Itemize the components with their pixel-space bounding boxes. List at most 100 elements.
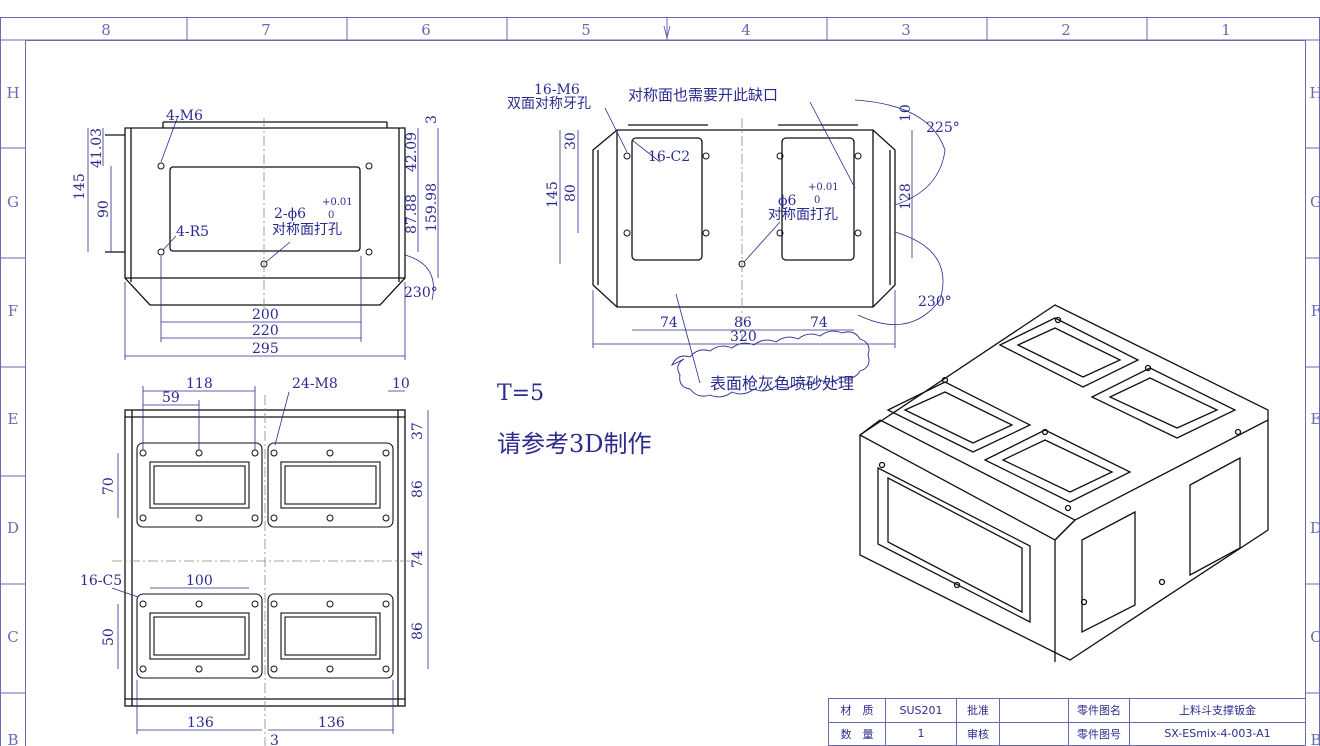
- radius-label: 4-R5: [176, 224, 209, 240]
- dim-70: 70: [101, 477, 117, 495]
- chamfer-label: 16-C2: [648, 149, 690, 165]
- dim-136b: 136: [318, 715, 345, 731]
- dim-74b: 74: [810, 315, 828, 331]
- isometric-view: [858, 304, 1269, 662]
- general-notes: T=5 请参考3D制作: [497, 381, 652, 458]
- dim-10: 10: [392, 376, 410, 392]
- front-view: 4-M6 4-R5 2-ϕ6 +0.01 0 对称面打孔 200 220 295…: [72, 108, 440, 360]
- surface-note-cloud: 表面枪灰色喷砂处理: [670, 293, 870, 398]
- dim-80: 80: [563, 184, 579, 202]
- dim-30: 30: [563, 132, 579, 150]
- side-view: 16-M6 双面对称牙孔 对称面也需要开此缺口 16-C2 ϕ6 +0.01 0…: [507, 82, 960, 398]
- review-label: 审核: [956, 721, 1000, 746]
- chamfer-label: 16-C5: [80, 573, 122, 589]
- col-label: 8: [101, 21, 111, 39]
- top-view: 118 59 24-M8 10 16-C5 100 136 136 3 70 5…: [80, 376, 429, 746]
- frame-column-labels: 8 7 6 5 4 3 2 1: [101, 21, 1231, 39]
- dim-50: 50: [101, 628, 117, 646]
- row-label: D: [1310, 519, 1320, 537]
- dim-41-03: 41.03: [89, 128, 105, 168]
- part-name-value: 上料斗支撑钣金: [1129, 698, 1306, 723]
- row-label: B: [1310, 731, 1320, 746]
- row-label: F: [1311, 302, 1320, 320]
- front-view-outline: [105, 121, 406, 306]
- dim-86b: 86: [410, 622, 426, 640]
- hole-note: 对称面打孔: [272, 221, 342, 238]
- side-view-dim-text: 16-M6 双面对称牙孔 对称面也需要开此缺口 16-C2 ϕ6 +0.01 0…: [507, 82, 960, 345]
- thread-note: 双面对称牙孔: [507, 96, 591, 112]
- approve-label: 批准: [956, 698, 1000, 723]
- front-view-dim-text: 4-M6 4-R5 2-ϕ6 +0.01 0 对称面打孔 200 220 295…: [72, 108, 440, 357]
- tolerance-lower: 0: [814, 195, 820, 206]
- row-label: E: [1311, 410, 1320, 428]
- dim-87-88: 87.88: [404, 194, 420, 234]
- col-label: 3: [901, 21, 911, 39]
- dim-10: 10: [898, 104, 914, 122]
- row-label: D: [7, 519, 19, 537]
- row-label: B: [7, 731, 18, 746]
- dim-86a: 86: [410, 480, 426, 498]
- part-name-label: 零件图名: [1068, 698, 1130, 723]
- thread-label: 16-M6: [534, 82, 580, 98]
- top-view-dims: [111, 386, 429, 734]
- instruction-note: 请参考3D制作: [497, 430, 652, 458]
- dim-145: 145: [545, 181, 561, 208]
- thread-label: 24-M8: [292, 376, 338, 392]
- side-view-outline: [592, 124, 896, 308]
- dim-74: 74: [410, 550, 426, 568]
- dim-3: 3: [270, 733, 279, 746]
- col-label: 7: [261, 21, 271, 39]
- dim-3: 3: [424, 115, 440, 124]
- row-label: F: [8, 302, 18, 320]
- notch-note: 对称面也需要开此缺口: [628, 86, 778, 104]
- dim-118: 118: [186, 376, 213, 392]
- dim-295: 295: [252, 341, 279, 357]
- col-label: 6: [421, 21, 431, 39]
- approve-value: [999, 698, 1069, 723]
- qty-label: 数 量: [828, 721, 886, 746]
- part-no-label: 零件图号: [1068, 721, 1130, 746]
- dim-42-09: 42.09: [404, 132, 420, 172]
- material-label: 材 质: [828, 698, 886, 723]
- row-label: H: [6, 84, 19, 102]
- row-label: E: [8, 410, 19, 428]
- row-label: C: [1310, 628, 1320, 646]
- material-value: SUS201: [885, 698, 957, 723]
- dim-159-98: 159.98: [424, 183, 440, 232]
- row-label: H: [1309, 84, 1320, 102]
- top-view-frames: [136, 442, 394, 679]
- frame-row-labels-left: H G F E D C B: [6, 84, 19, 746]
- frame-row-labels-right: H G F E D C B: [1309, 84, 1320, 746]
- qty-value: 1: [885, 721, 957, 746]
- dim-100: 100: [186, 573, 213, 589]
- dim-200: 200: [252, 307, 279, 323]
- side-view-holes: [623, 152, 862, 268]
- angle-230: 230°: [404, 285, 438, 301]
- thread-label: 4-M6: [166, 108, 203, 124]
- dim-90: 90: [96, 200, 112, 218]
- title-block: 材 质 SUS201 批准 零件图名 上料斗支撑钣金 数 量 1 审核 零件图号…: [828, 698, 1306, 746]
- dim-74a: 74: [660, 315, 678, 331]
- side-view-dims: [559, 99, 946, 348]
- review-value: [999, 721, 1069, 746]
- thickness-note: T=5: [497, 381, 544, 406]
- hole-note: 对称面打孔: [768, 206, 838, 223]
- angle-225: 225°: [926, 120, 960, 136]
- tolerance-upper: +0.01: [808, 182, 839, 193]
- col-label: 1: [1221, 21, 1231, 39]
- row-label: C: [7, 628, 18, 646]
- col-label: 5: [581, 21, 591, 39]
- row-label: G: [7, 193, 19, 211]
- col-label: 4: [741, 21, 751, 39]
- hole-label: ϕ6: [778, 193, 797, 209]
- top-view-dim-text: 118 59 24-M8 10 16-C5 100 136 136 3 70 5…: [80, 376, 426, 746]
- dim-128: 128: [898, 183, 914, 210]
- dim-320: 320: [730, 329, 757, 345]
- dim-86: 86: [734, 315, 752, 331]
- surface-note: 表面枪灰色喷砂处理: [710, 374, 854, 393]
- hole-label: 2-ϕ6: [274, 206, 306, 222]
- tolerance-upper: +0.01: [322, 197, 353, 208]
- front-view-dims: [87, 115, 439, 360]
- row-label: G: [1310, 193, 1320, 211]
